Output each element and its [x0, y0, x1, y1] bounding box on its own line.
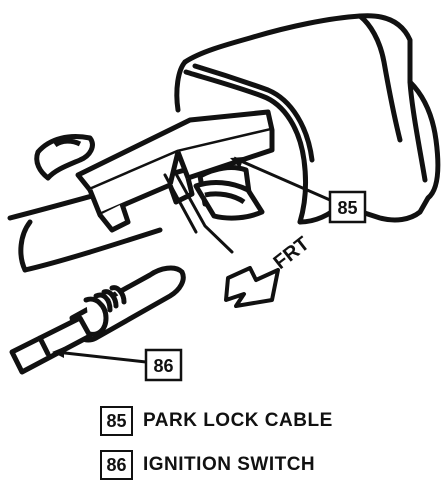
- park-lock-cable: [163, 170, 234, 254]
- callout-86-number: 86: [153, 356, 173, 376]
- lock-bracket: [75, 109, 275, 233]
- ignition-switch: [9, 265, 186, 375]
- front-direction-label: FRT: [270, 233, 314, 274]
- legend-number-box: 85: [100, 406, 133, 436]
- left-clip: [34, 134, 95, 181]
- legend-item-85: 85 PARK LOCK CABLE: [100, 402, 430, 440]
- column-housing: [174, 13, 441, 225]
- callout-86: 86: [52, 347, 183, 382]
- lower-lever: [193, 180, 265, 221]
- legend-item-86: 86 IGNITION SWITCH: [100, 446, 430, 484]
- legend-number-box: 86: [100, 450, 133, 480]
- legend: 85 PARK LOCK CABLE 86 IGNITION SWITCH: [100, 402, 430, 490]
- front-direction-arrow: FRT: [224, 233, 314, 308]
- callout-85: 85: [230, 156, 367, 224]
- legend-label: IGNITION SWITCH: [143, 454, 316, 475]
- legend-label: PARK LOCK CABLE: [143, 410, 333, 431]
- callout-85-number: 85: [337, 198, 357, 218]
